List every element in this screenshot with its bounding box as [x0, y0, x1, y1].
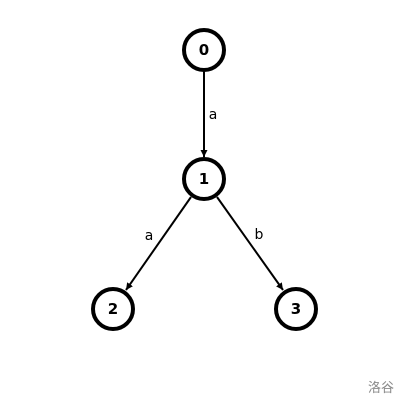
edge-1-2: a [125, 196, 192, 291]
edge-0-1: a [200, 71, 218, 157]
edge-1-3: b [216, 196, 284, 291]
edge-label: a [209, 107, 218, 123]
node-label: 2 [108, 300, 118, 318]
node-1: 1 [182, 157, 226, 201]
node-label: 3 [291, 300, 301, 318]
edge-line [125, 196, 192, 291]
edge-label: a [145, 228, 154, 244]
node-circle [274, 287, 318, 331]
edge-line [216, 196, 284, 291]
node-circle [91, 287, 135, 331]
node-2: 2 [91, 287, 135, 331]
node-circle [182, 28, 226, 72]
node-0: 0 [182, 28, 226, 72]
node-3: 3 [274, 287, 318, 331]
node-label: 1 [199, 170, 209, 188]
watermark: 洛谷 [367, 381, 394, 396]
node-label: 0 [199, 41, 209, 59]
edge-label: b [255, 227, 264, 243]
node-circle [182, 157, 226, 201]
